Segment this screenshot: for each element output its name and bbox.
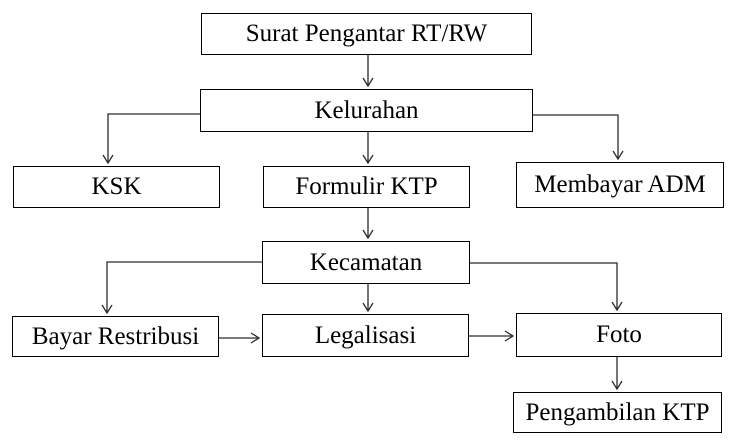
flow-node-label: Kecamatan [309,248,423,276]
flow-node-pengambilan-ktp: Pengambilan KTP [513,392,722,433]
flow-node-label: Bayar Restribusi [31,322,200,350]
edge-kelurahan-ksk [108,113,200,163]
flow-node-label: Formulir KTP [295,173,438,200]
flow-node-label: KSK [91,173,142,200]
flow-node-label: Legalisasi [314,321,417,349]
flow-node-label: Pengambilan KTP [525,398,710,426]
flow-node-foto: Foto [516,313,722,357]
flow-node-surat-pengantar: Surat Pengantar RT/RW [201,13,532,55]
flow-node-membayar-adm: Membayar ADM [516,162,724,208]
edge-kecamatan-bayar [107,261,262,313]
flow-node-kecamatan: Kecamatan [262,241,470,284]
flow-node-kelurahan: Kelurahan [200,89,533,132]
flow-node-legalisasi: Legalisasi [262,314,469,357]
flow-node-label: Membayar ADM [534,171,706,198]
edge-kelurahan-membayar [533,114,618,159]
flow-node-label: Surat Pengantar RT/RW [245,20,488,47]
flow-node-bayar-restribusi: Bayar Restribusi [12,316,219,357]
edge-kecamatan-foto [470,262,617,310]
flow-node-ksk: KSK [13,166,220,208]
flow-node-label: Foto [596,321,642,348]
flow-node-label: Kelurahan [314,96,419,124]
flow-node-formulir-ktp: Formulir KTP [263,166,470,208]
